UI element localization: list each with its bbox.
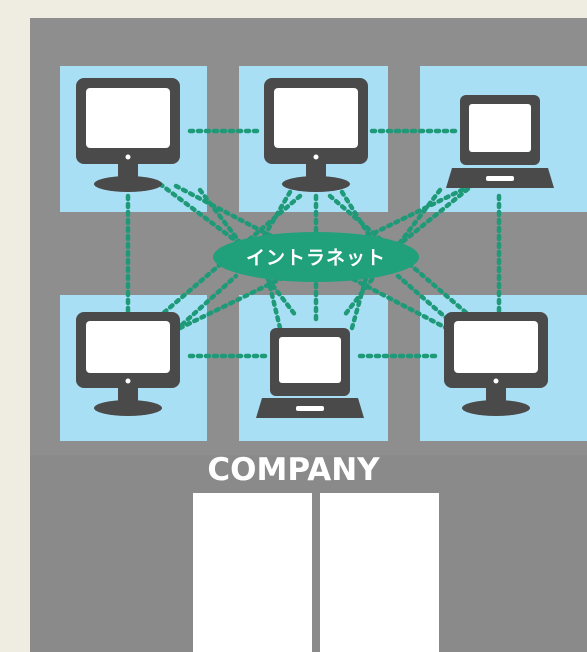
desktop-computer-icon	[444, 312, 548, 416]
intranet-bubble	[213, 232, 419, 282]
connection-line	[173, 273, 239, 333]
intranet-label: イントラネット	[246, 247, 386, 269]
connection-line	[157, 181, 243, 247]
desktop-computer-icon	[76, 78, 180, 192]
desktop-computer-icon	[264, 78, 368, 192]
connection-line	[395, 273, 463, 333]
connection-line	[349, 275, 369, 331]
company-label: COMPANY	[207, 452, 380, 488]
desktop-computer-icon	[76, 312, 180, 416]
door-right	[320, 493, 439, 652]
laptop-computer-icon	[256, 328, 364, 418]
door-left	[193, 493, 312, 652]
laptop-computer-icon	[446, 95, 554, 188]
connection-line	[339, 189, 375, 243]
connection-line	[397, 181, 477, 247]
